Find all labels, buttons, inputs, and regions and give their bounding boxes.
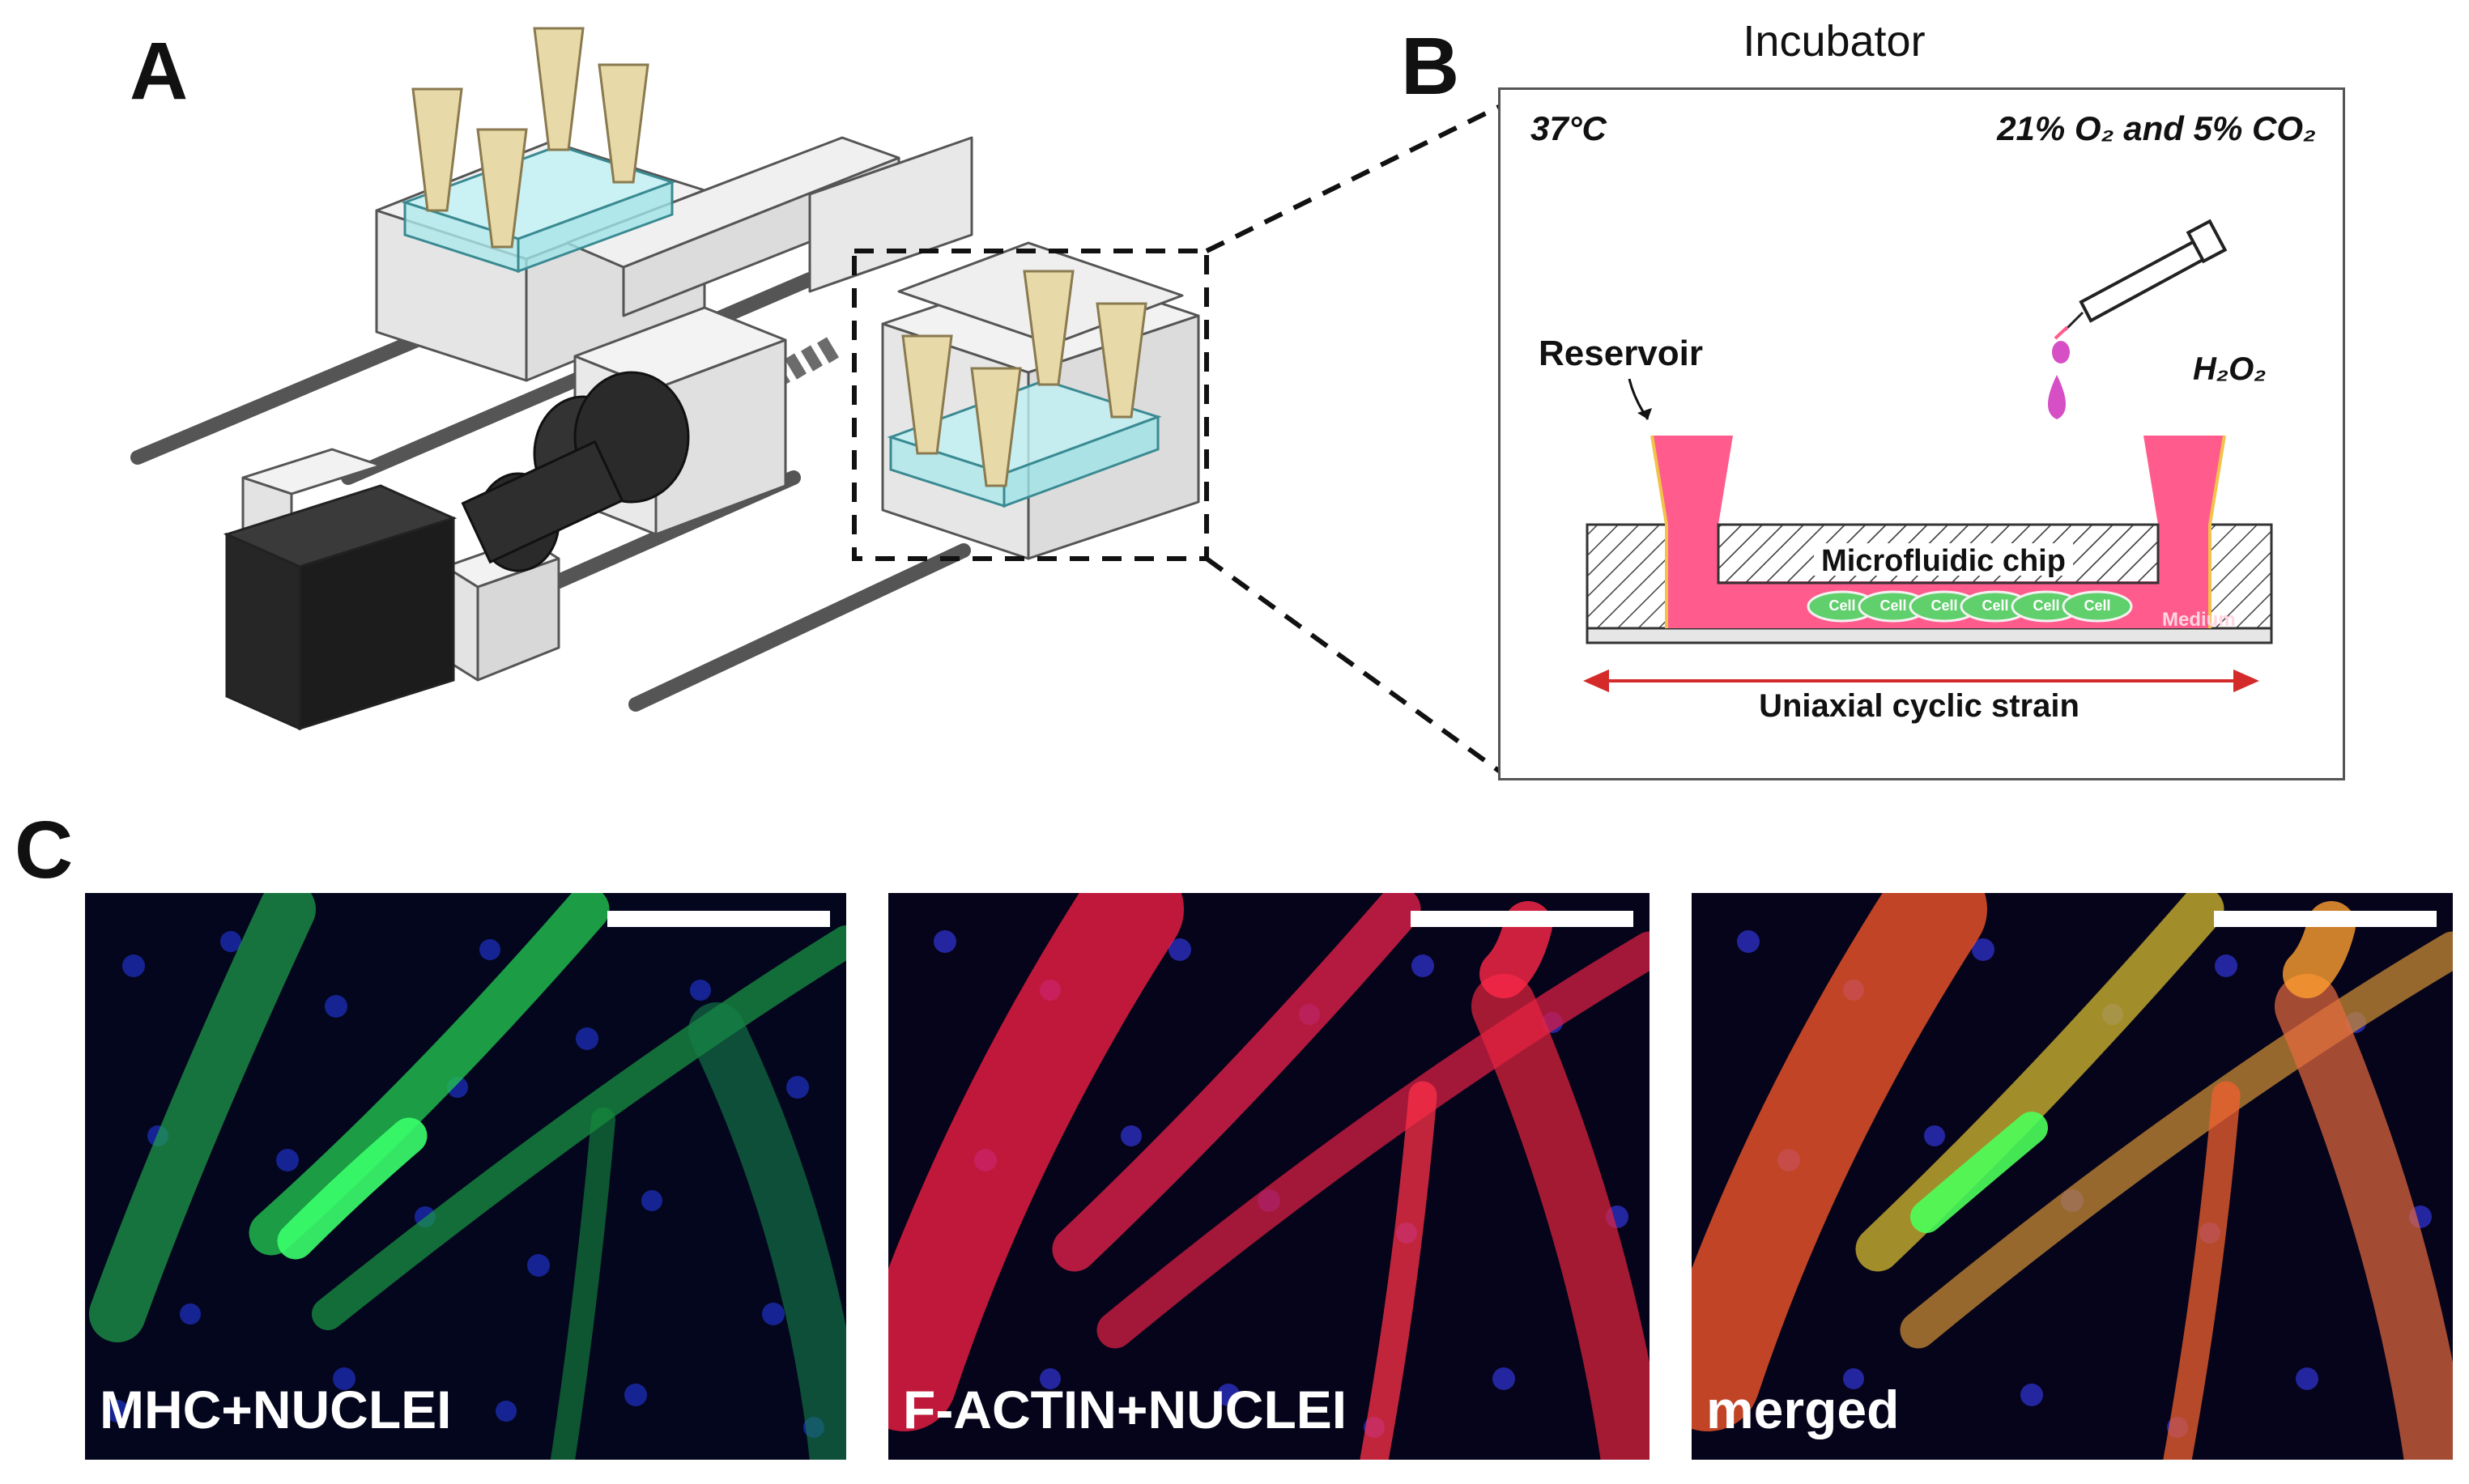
- zoom-line-top: [1205, 103, 1504, 253]
- panel-letter-b: B: [1401, 21, 1460, 112]
- micrograph-mhc: MHC+NUCLEI: [85, 893, 846, 1460]
- scale-bar: [607, 911, 830, 927]
- incubator-box: [1498, 87, 2345, 780]
- cell-label: Cell: [1879, 597, 1907, 614]
- microfluidic-schematic: [1583, 219, 2273, 693]
- cell-label: Cell: [2033, 597, 2060, 614]
- micrograph-label: merged: [1706, 1380, 1900, 1439]
- panel-letter-a: A: [130, 26, 189, 117]
- droplet-small: [2052, 341, 2070, 364]
- chip-label-bg: [1814, 543, 2073, 576]
- reservoir-label: Reservoir: [1539, 334, 1704, 373]
- cell-row: [1807, 590, 2133, 623]
- micrograph-label: F-ACTIN+NUCLEI: [903, 1380, 1347, 1439]
- medium-fill: [1652, 436, 2224, 628]
- cell-label: Cell: [1931, 597, 1958, 614]
- medium-label: Medium: [2162, 609, 2236, 631]
- strain-arrow: [1583, 669, 2259, 693]
- cell-label: Cell: [1982, 597, 2009, 614]
- cell-label: Cell: [2084, 597, 2111, 614]
- droplet-large: [2048, 375, 2066, 419]
- pipette-tips-left: [411, 27, 649, 249]
- gas-atmosphere-label: 21% O₂ and 5% CO₂: [1997, 109, 2316, 147]
- left-chip: [401, 144, 676, 274]
- zoom-box: [852, 249, 1209, 561]
- stretching-device-illustration: [130, 27, 1504, 776]
- right-chip: [887, 379, 1162, 508]
- coupling: [461, 371, 690, 572]
- zoom-line-bottom: [1205, 556, 1504, 776]
- chip-label: Microfluidic chip: [1821, 544, 2066, 578]
- temperature-label: 37°C: [1530, 109, 1607, 147]
- h2o2-label: H₂O₂: [2193, 351, 2267, 387]
- cell-label: Cell: [1828, 597, 1856, 614]
- scale-bar: [2214, 911, 2437, 927]
- micrograph-factin: F-ACTIN+NUCLEI: [888, 893, 1650, 1460]
- stepper-motor: [223, 484, 458, 731]
- pipette-tips-right: [901, 270, 1147, 487]
- pipette-icon: [2063, 219, 2228, 332]
- incubator-title: Incubator: [1743, 17, 1926, 66]
- micrograph-label: MHC+NUCLEI: [100, 1380, 452, 1439]
- strain-label: Uniaxial cyclic strain: [1759, 688, 2079, 724]
- micrograph-merged: merged: [1692, 893, 2453, 1460]
- panel-letter-c: C: [15, 805, 74, 895]
- scale-bar: [1411, 911, 1633, 927]
